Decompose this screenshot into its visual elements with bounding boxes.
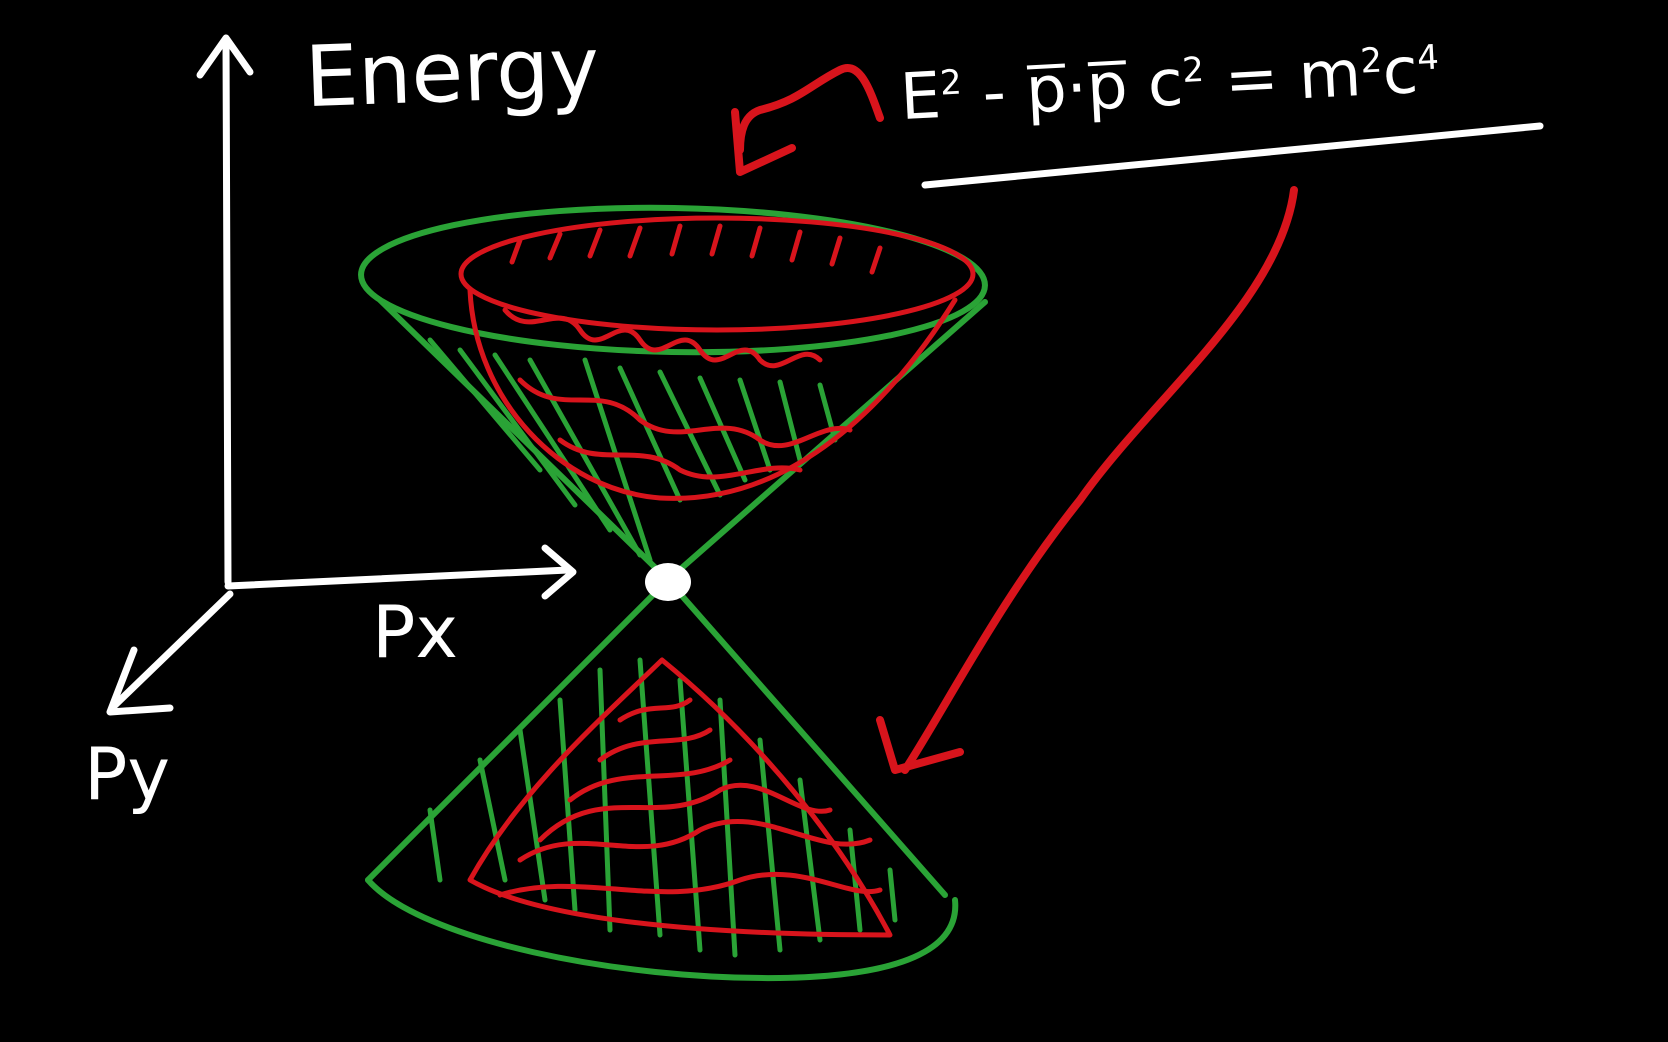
- eq-energy: E: [898, 59, 943, 136]
- upper-cone-right-edge: [665, 299, 988, 583]
- long-arrow: [901, 186, 1298, 774]
- eq-equals: =: [1222, 41, 1281, 119]
- px-axis-arrowhead: [541, 544, 577, 600]
- energy-axis-label: Energy: [303, 17, 601, 127]
- lower-sheet-outline: [467, 657, 893, 938]
- curved-arrow-top: [736, 64, 884, 154]
- axes: [106, 34, 577, 716]
- equation-underline: [921, 122, 1544, 189]
- upper-sheet-rim: [458, 215, 976, 333]
- lower-cone-right-edge: [665, 577, 948, 898]
- eq-momentum-2: p: [1085, 49, 1130, 126]
- py-axis-arrowhead: [106, 646, 174, 716]
- py-axis-label: Py: [84, 732, 171, 816]
- origin-point: [645, 563, 691, 601]
- px-axis: [224, 566, 572, 590]
- px-axis-label: Px: [372, 590, 459, 674]
- energy-axis: [222, 36, 232, 586]
- upper-cone-rim: [358, 204, 988, 356]
- eq-c: c: [1145, 46, 1185, 123]
- eq-energy-exponent: 2: [939, 62, 963, 104]
- mass-shell-lower: [467, 657, 893, 938]
- long-arrow-head: [876, 716, 964, 774]
- light-cone-hatching: [427, 337, 898, 958]
- curved-arrow-top-head: [731, 108, 796, 176]
- upper-sheet-bowl: [467, 287, 958, 501]
- eq-c-exponent: 2: [1181, 49, 1205, 91]
- py-axis: [108, 590, 234, 712]
- annotation-arrows: [731, 64, 1298, 774]
- light-cone: [358, 204, 988, 982]
- eq-momentum-1: p: [1024, 52, 1069, 129]
- eq-mass: m: [1296, 37, 1363, 115]
- energy-axis-arrowhead: [196, 34, 254, 79]
- lower-cone-base: [365, 877, 959, 982]
- eq-mass-exponent: 2: [1359, 40, 1384, 82]
- eq-c-2-exponent: 4: [1416, 37, 1440, 79]
- mass-shell-upper: [458, 215, 976, 501]
- eq-minus: -: [980, 55, 1008, 131]
- eq-c-2: c: [1380, 34, 1420, 110]
